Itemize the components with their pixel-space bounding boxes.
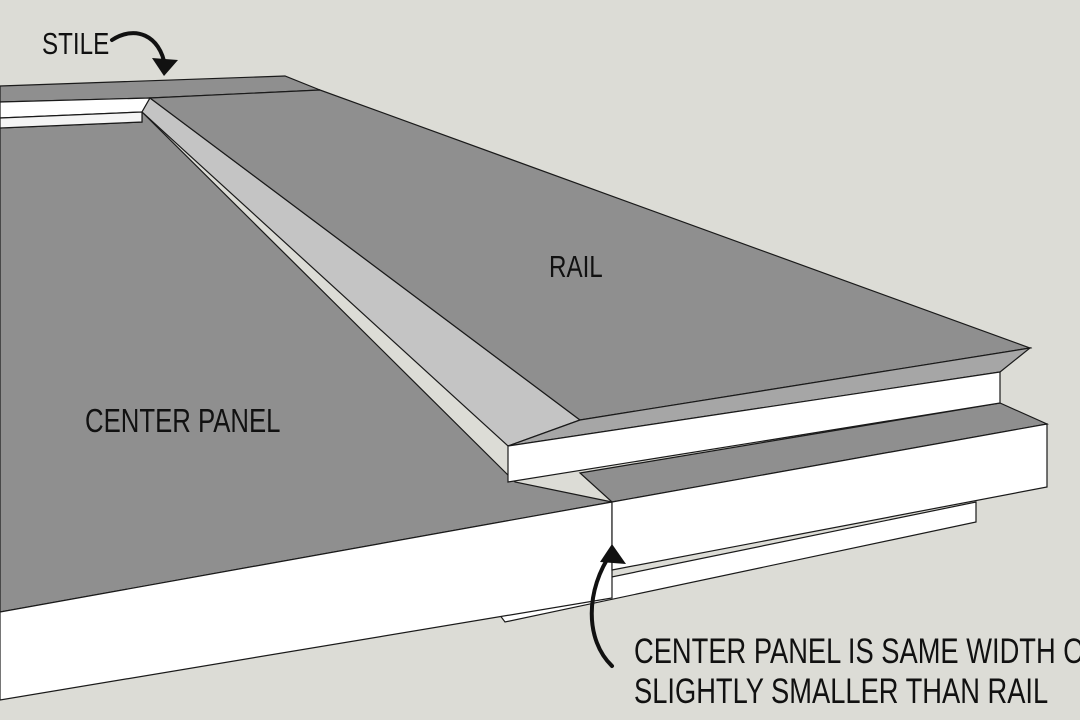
- rail-label: RAIL: [549, 249, 603, 284]
- stile-label: STILE: [42, 26, 110, 61]
- stile-arrow-head: [152, 58, 178, 76]
- note-arrow-head: [600, 544, 626, 564]
- stile-edge-lower: [0, 111, 143, 129]
- note-line-1: CENTER PANEL IS SAME WIDTH OR: [634, 632, 1080, 671]
- center-panel-label: CENTER PANEL: [85, 402, 281, 439]
- center-panel-edge: [0, 501, 613, 701]
- note-line-2: SLIGHTLY SMALLER THAN RAIL: [634, 672, 1049, 711]
- rail-edge: [507, 371, 1001, 483]
- note-arrow: [589, 550, 614, 668]
- stile-arrow: [110, 31, 167, 68]
